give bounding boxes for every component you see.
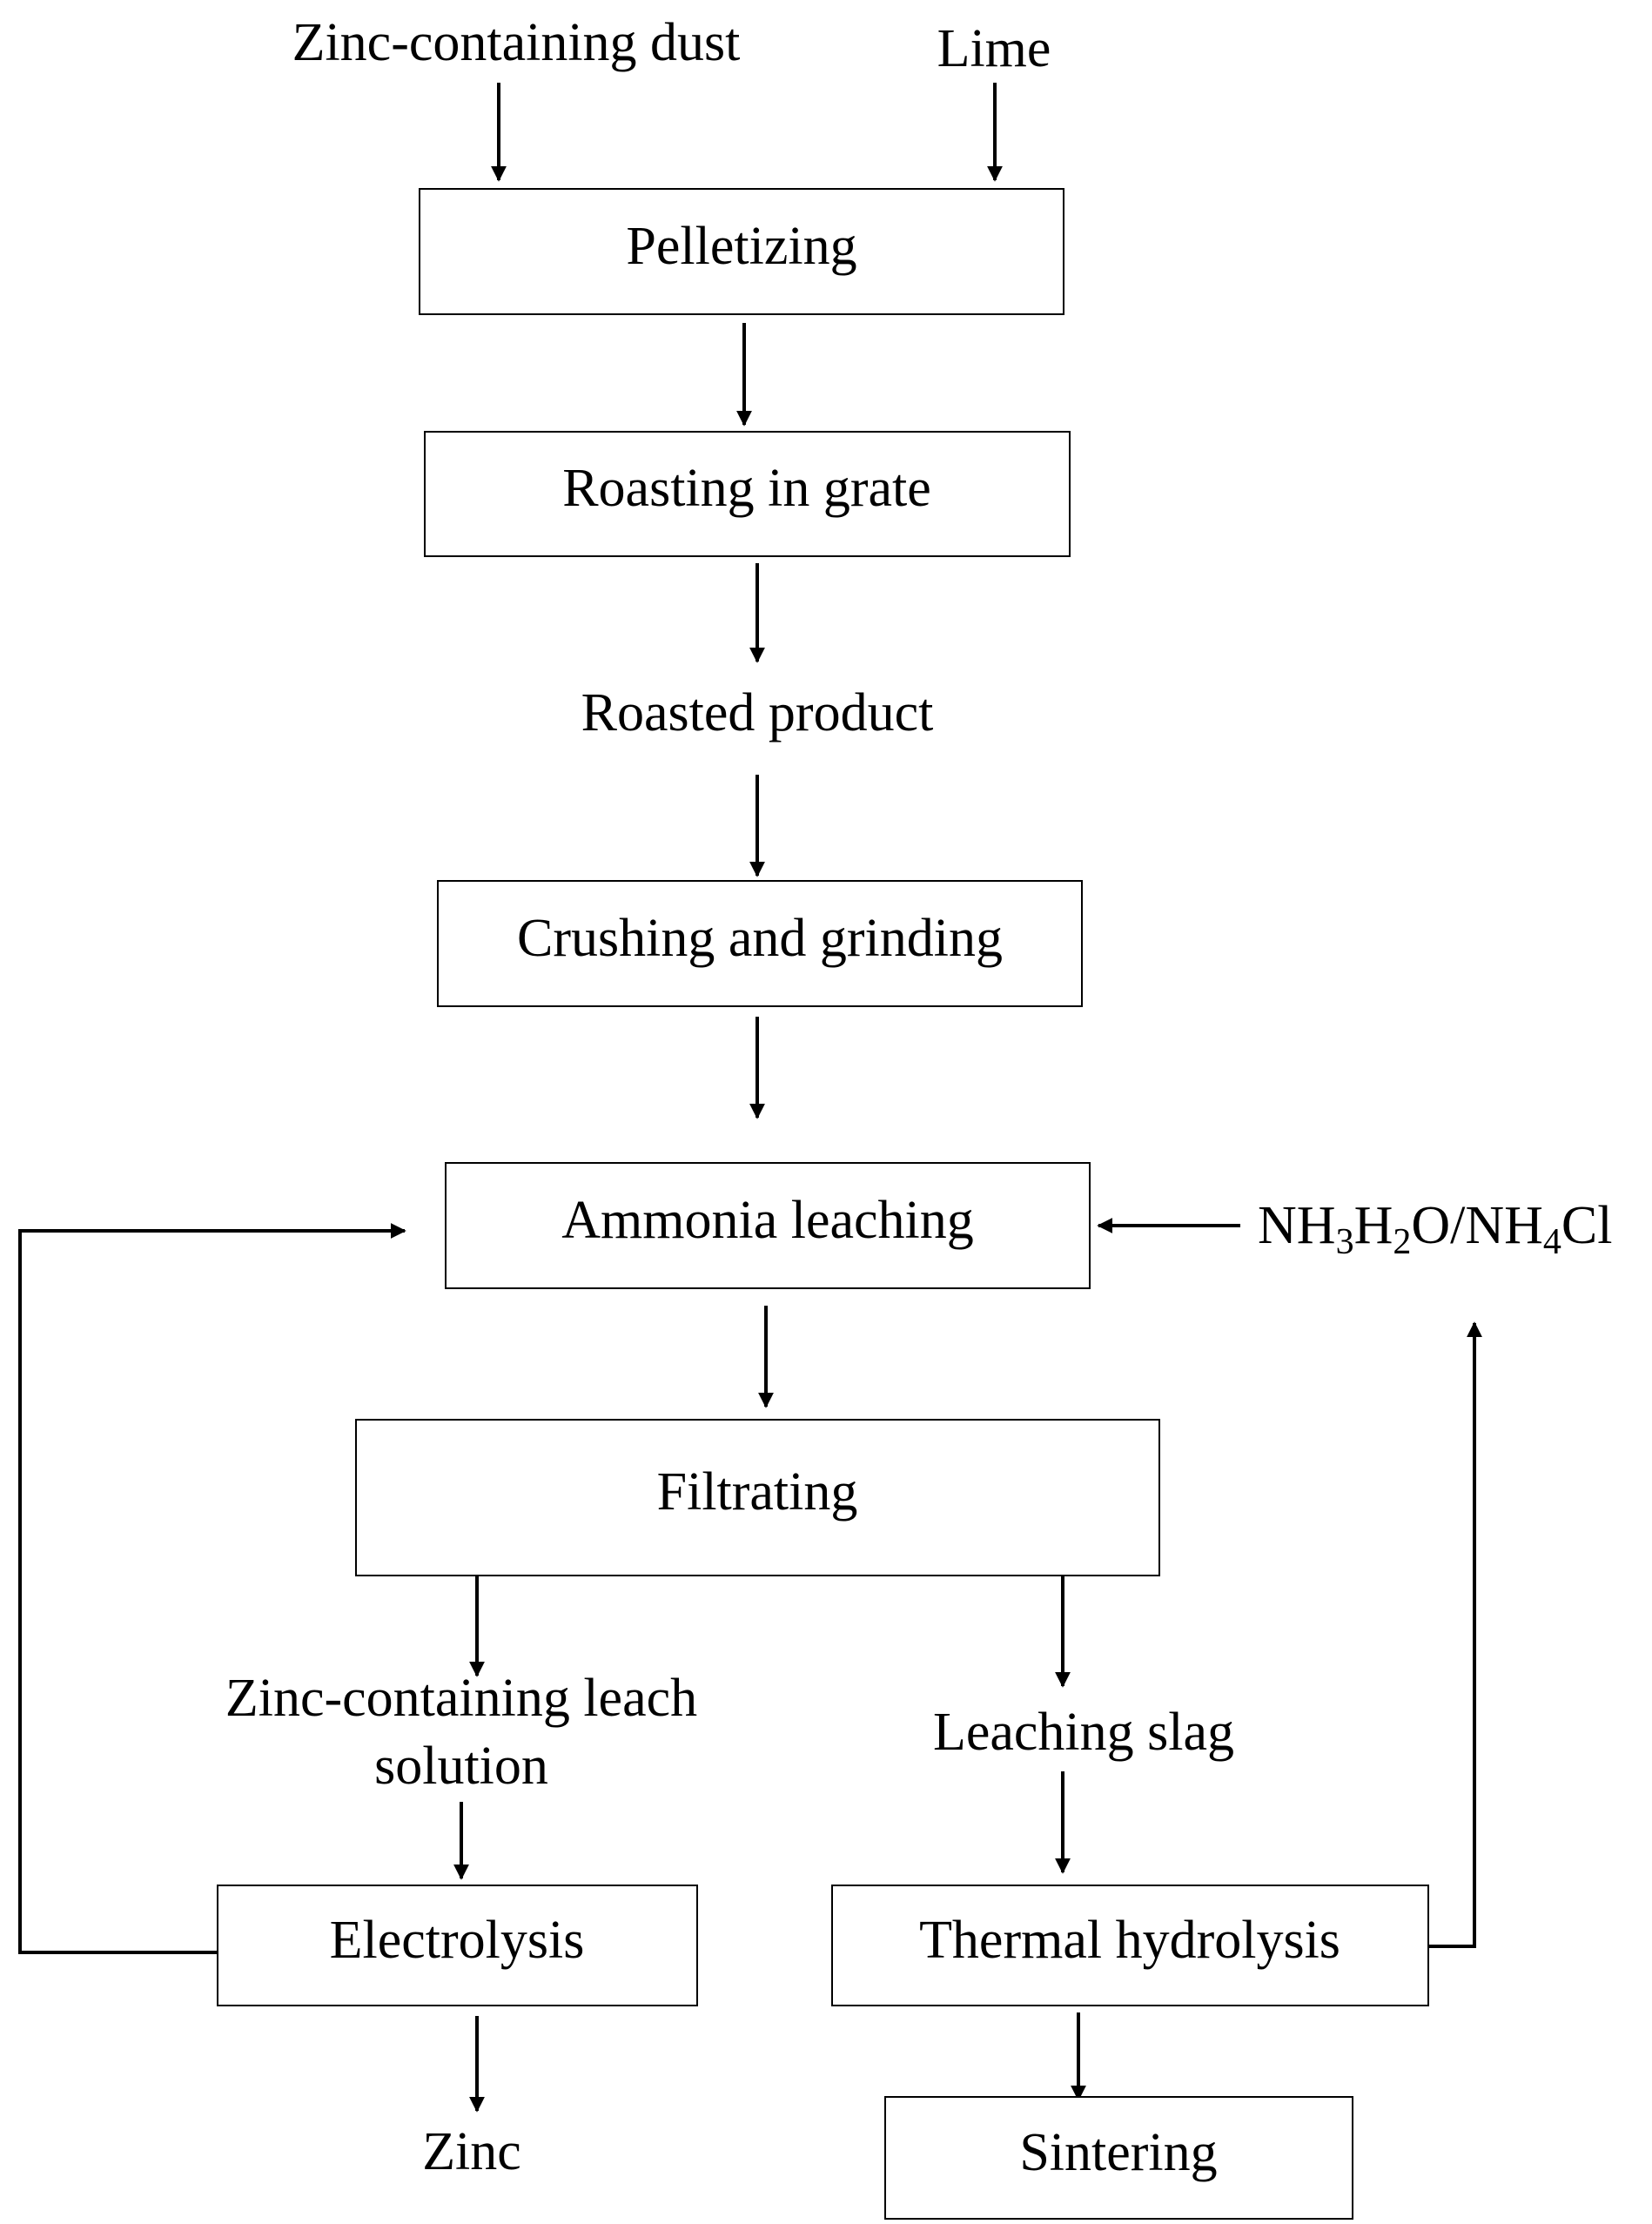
arrow-electrolysis-recycle-to-leaching xyxy=(18,1223,406,1954)
leaching-slag-label: Leaching slag xyxy=(933,1703,1234,1762)
step-crushing: Crushing and grinding xyxy=(437,880,1083,1007)
step-electrolysis-label: Electrolysis xyxy=(330,1911,585,1970)
step-sintering-label: Sintering xyxy=(1019,2123,1217,2182)
step-roasting-label: Roasting in grate xyxy=(562,459,931,518)
leach-solution-label-line2: solution xyxy=(374,1737,548,1796)
roasted-product-label: Roasted product xyxy=(581,683,934,742)
step-thermal-hydrolysis-label: Thermal hydrolysis xyxy=(919,1911,1340,1970)
step-thermal-hydrolysis: Thermal hydrolysis xyxy=(831,1885,1429,2006)
step-crushing-label: Crushing and grinding xyxy=(517,909,1003,968)
reagent-label: NH3H2O/NH4Cl xyxy=(1258,1196,1613,1262)
step-sintering: Sintering xyxy=(884,2096,1353,2220)
step-roasting: Roasting in grate xyxy=(424,431,1071,557)
zinc-output-label: Zinc xyxy=(422,2122,521,2181)
step-pelletizing-label: Pelletizing xyxy=(626,217,856,276)
input-zinc-dust-label: Zinc-containing dust xyxy=(292,13,741,72)
step-electrolysis: Electrolysis xyxy=(217,1885,698,2006)
step-ammonia-leaching-label: Ammonia leaching xyxy=(561,1191,973,1250)
step-filtrating-label: Filtrating xyxy=(657,1462,858,1522)
input-lime-label: Lime xyxy=(937,19,1051,78)
leach-solution-label-line1: Zinc-containing leach xyxy=(225,1669,697,1728)
arrow-hydrolysis-recycle-to-reagent xyxy=(1428,1321,1482,1948)
step-filtrating: Filtrating xyxy=(355,1419,1160,1576)
step-ammonia-leaching: Ammonia leaching xyxy=(445,1162,1091,1289)
step-pelletizing: Pelletizing xyxy=(419,188,1064,315)
